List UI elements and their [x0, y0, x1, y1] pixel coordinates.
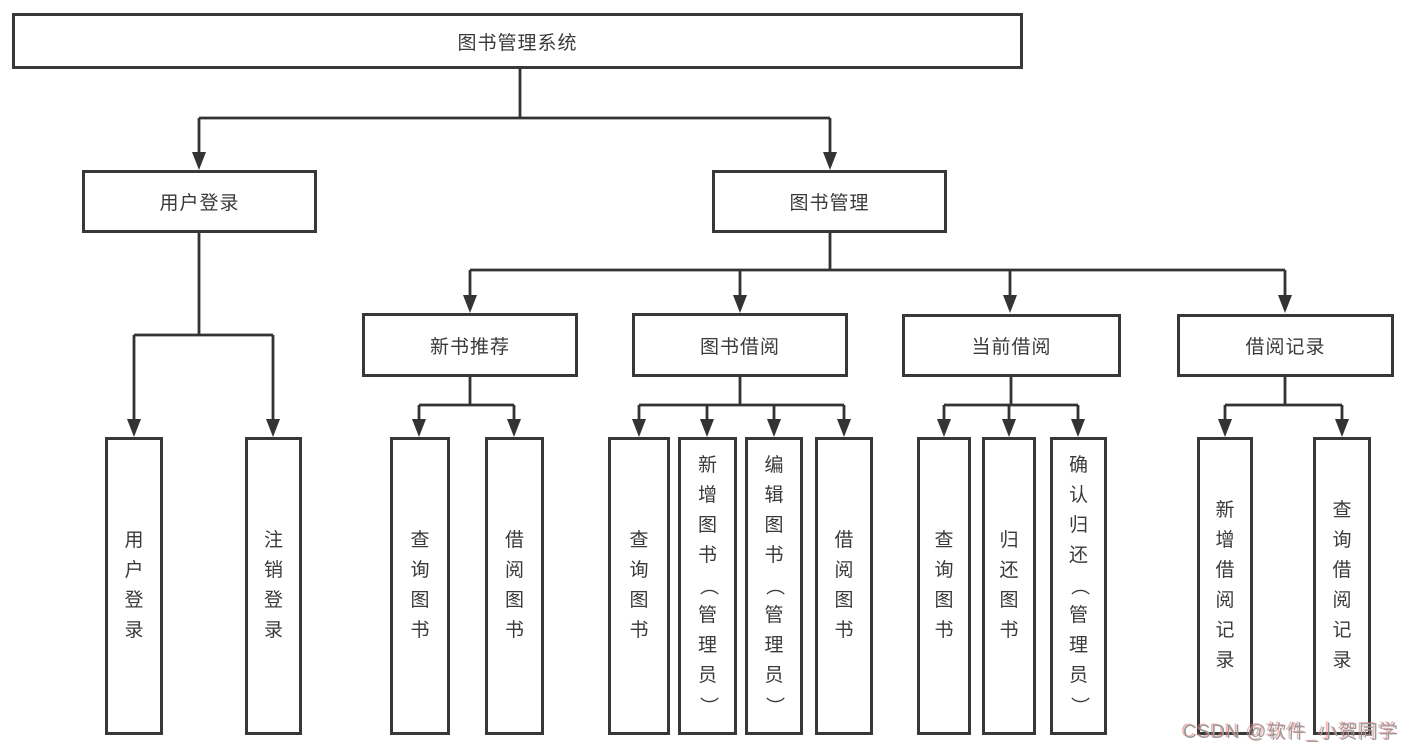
leaf-return-book-label: 归还图书	[999, 530, 1019, 641]
leaf-edit-book-admin: 编辑图书（管理员）	[745, 437, 803, 735]
node-root: 图书管理系统	[12, 13, 1023, 69]
leaf-edit-book-admin-label: 编辑图书（管理员）	[763, 455, 785, 716]
node-current-borrow-label: 当前借阅	[971, 337, 1052, 358]
leaf-add-borrow-record-label: 新增借阅记录	[1215, 500, 1235, 671]
leaf-confirm-return-admin: 确认归还（管理员）	[1050, 437, 1107, 735]
leaf-query-books-2-label: 查询图书	[629, 530, 649, 641]
leaf-query-borrow-record-label: 查询借阅记录	[1332, 500, 1352, 671]
node-new-book-recommend-label: 新书推荐	[429, 336, 510, 358]
node-book-management: 图书管理	[712, 170, 947, 233]
node-current-borrow: 当前借阅	[902, 314, 1121, 377]
arrowhead-icons	[127, 152, 1349, 437]
leaf-logout-label: 注销登录	[263, 530, 283, 641]
leaf-add-book-admin: 新增图书（管理员）	[678, 437, 737, 735]
leaf-query-books-3-label: 查询图书	[934, 530, 954, 641]
leaf-return-book: 归还图书	[982, 437, 1036, 735]
leaf-query-books-2: 查询图书	[608, 437, 670, 735]
node-book-borrow-label: 图书借阅	[699, 336, 780, 358]
connector-segments	[132, 69, 1344, 421]
leaf-query-borrow-record: 查询借阅记录	[1313, 437, 1371, 735]
leaf-user-login-label: 用户登录	[124, 530, 144, 641]
leaf-borrow-books-1-label: 借阅图书	[504, 530, 524, 641]
leaf-user-login: 用户登录	[105, 437, 163, 735]
csdn-watermark: CSDN @软件_小贺同学	[1183, 722, 1399, 743]
leaf-logout: 注销登录	[245, 437, 302, 735]
node-borrow-records-label: 借阅记录	[1245, 337, 1326, 358]
leaf-borrow-books-2: 借阅图书	[815, 437, 873, 735]
node-root-label: 图书管理系统	[457, 32, 578, 54]
leaf-borrow-books-1: 借阅图书	[485, 437, 544, 735]
leaf-add-book-admin-label: 新增图书（管理员）	[697, 455, 719, 716]
leaf-query-books-1: 查询图书	[390, 437, 450, 735]
leaf-borrow-books-2-label: 借阅图书	[834, 530, 854, 641]
leaf-query-books-1-label: 查询图书	[410, 530, 430, 641]
leaf-add-borrow-record: 新增借阅记录	[1197, 437, 1253, 735]
node-user-login: 用户登录	[82, 170, 317, 233]
node-book-management-label: 图书管理	[789, 193, 870, 214]
node-borrow-records: 借阅记录	[1177, 314, 1394, 377]
node-new-book-recommend: 新书推荐	[362, 313, 578, 377]
node-user-login-label: 用户登录	[159, 193, 240, 214]
leaf-confirm-return-admin-label: 确认归还（管理员）	[1068, 455, 1090, 716]
leaf-query-books-3: 查询图书	[917, 437, 971, 735]
node-book-borrow: 图书借阅	[632, 313, 848, 377]
